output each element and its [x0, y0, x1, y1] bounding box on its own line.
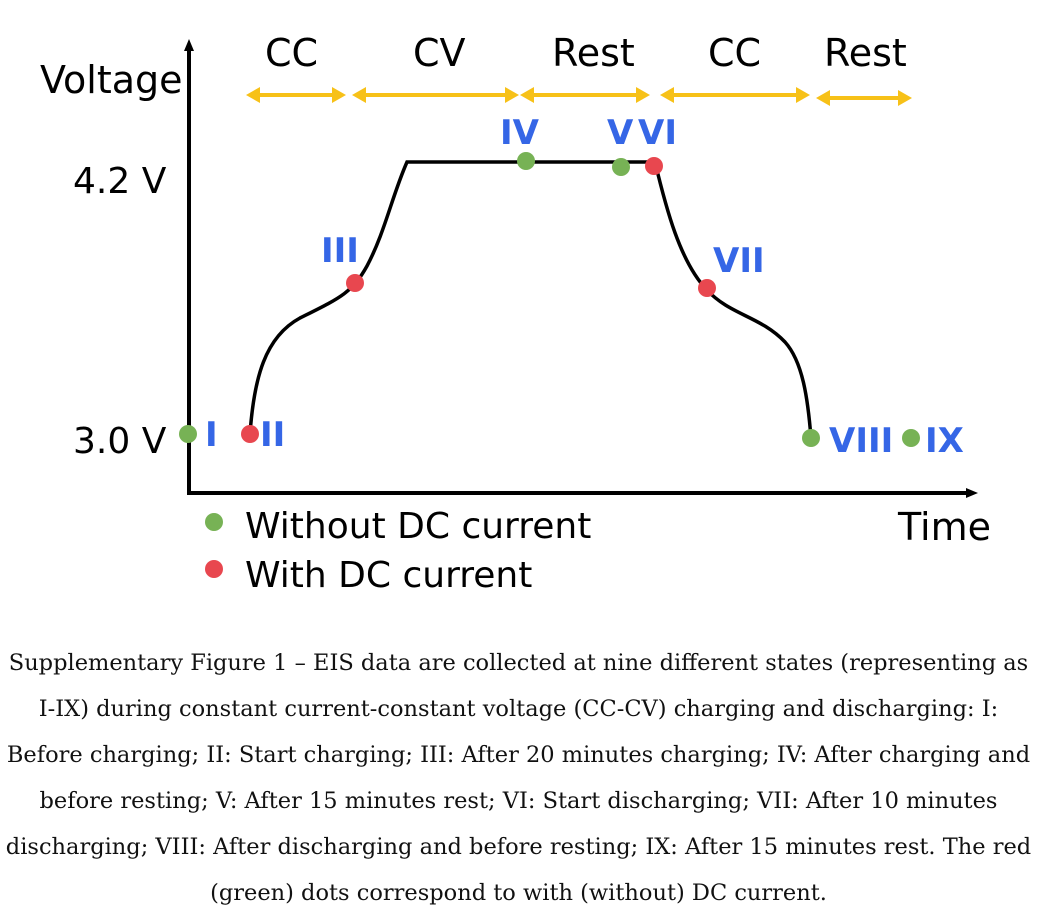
- state-label-i: I: [205, 415, 218, 455]
- state-label-vii: VII: [713, 241, 765, 281]
- state-dot-vii: [698, 279, 716, 297]
- state-label-iv: IV: [500, 113, 540, 153]
- state-label-viii: VIII: [829, 421, 893, 461]
- phase-arrow-rest-2: [816, 90, 912, 106]
- legend-red-dot: [205, 560, 223, 578]
- legend-with-dc: With DC current: [245, 555, 532, 596]
- state-label-vi: VI: [638, 113, 677, 153]
- state-dot-iv: [517, 152, 535, 170]
- state-dot-ii: [241, 425, 259, 443]
- state-dots: [179, 152, 920, 447]
- phase-cc-1: CC: [265, 31, 318, 75]
- phase-arrow-rest-1: [520, 87, 650, 103]
- caption-line: Supplementary Figure 1 – EIS data are co…: [8, 650, 1029, 676]
- state-dot-v: [612, 158, 630, 176]
- diagram-canvas: Voltage Time 4.2 V 3.0 V CC CV Rest CC R…: [40, 31, 991, 596]
- legend-without-dc: Without DC current: [245, 506, 591, 547]
- state-dot-vi: [645, 157, 663, 175]
- state-dot-i: [179, 425, 197, 443]
- state-labels: I II III IV V VI VII VIII IX: [205, 113, 964, 461]
- state-label-v: V: [607, 113, 634, 153]
- phase-arrows: [246, 87, 912, 106]
- phase-arrow-cc-2: [660, 87, 810, 103]
- state-label-ix: IX: [925, 421, 964, 461]
- legend: Without DC current With DC current: [205, 506, 591, 596]
- caption-line: I-IX) during constant current-constant v…: [38, 696, 999, 722]
- voltage-time-diagram: Voltage Time 4.2 V 3.0 V CC CV Rest CC R…: [40, 31, 991, 596]
- legend-green-dot: [205, 513, 223, 531]
- caption-line: (green) dots correspond to with (without…: [210, 880, 827, 906]
- phase-arrow-cv: [352, 87, 519, 103]
- phase-cv: CV: [413, 31, 466, 75]
- state-dot-viii: [802, 429, 820, 447]
- phase-rest-1: Rest: [552, 31, 635, 75]
- voltage-curve: [248, 160, 813, 439]
- phase-cc-2: CC: [708, 31, 761, 75]
- caption-line: Before charging; II: Start charging; III…: [6, 742, 1031, 768]
- figure-caption: Supplementary Figure 1 – EIS data are co…: [0, 640, 1037, 916]
- y-axis-label: Voltage: [40, 58, 183, 102]
- caption-line: discharging; VIII: After discharging and…: [5, 834, 1032, 860]
- caption-line: before resting; V: After 15 minutes rest…: [39, 788, 998, 814]
- y-tick-4-2v: 4.2 V: [73, 161, 167, 202]
- phase-arrow-cc-1: [246, 87, 346, 103]
- state-label-ii: II: [260, 415, 285, 455]
- state-dot-ix: [902, 429, 920, 447]
- phase-rest-2: Rest: [824, 31, 907, 75]
- x-axis-label: Time: [897, 505, 991, 549]
- state-dot-iii: [346, 274, 364, 292]
- state-label-iii: III: [321, 231, 359, 271]
- y-tick-3-0v: 3.0 V: [73, 421, 167, 462]
